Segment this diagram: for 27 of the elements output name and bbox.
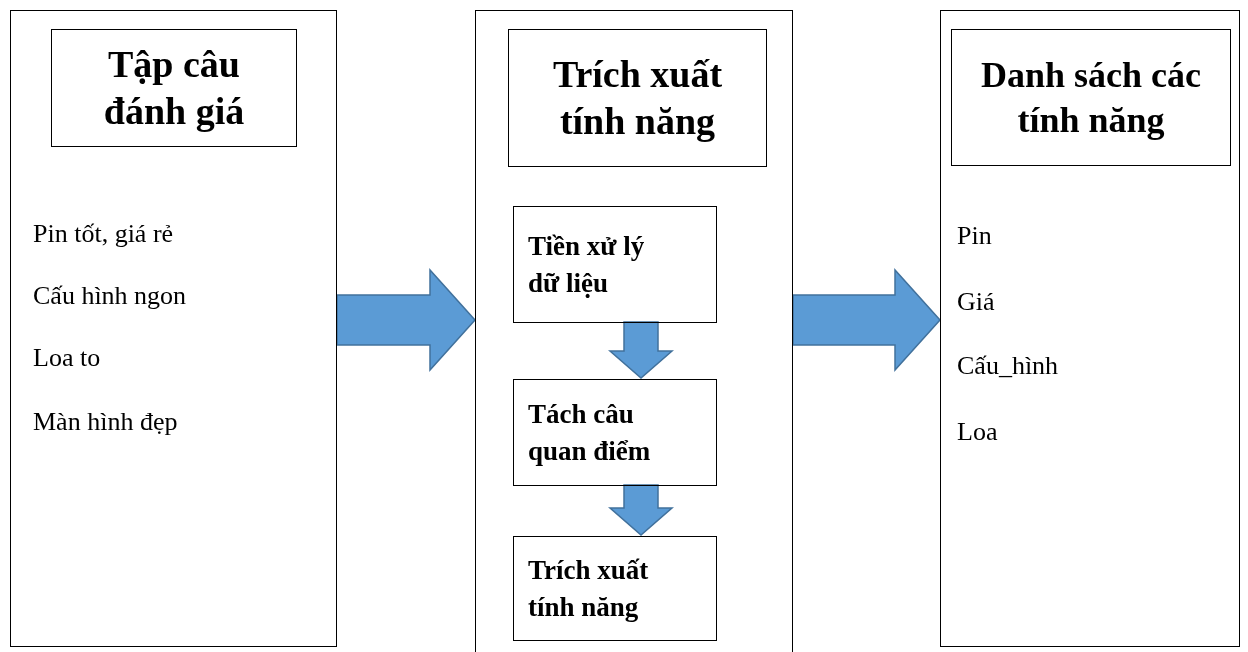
heading-text: Tập câu đánh giá bbox=[102, 41, 246, 134]
process-box bbox=[513, 536, 717, 641]
heading-box bbox=[951, 29, 1231, 166]
list-item: Loa bbox=[957, 417, 998, 447]
block-arrow bbox=[608, 321, 674, 379]
block-arrow bbox=[336, 268, 476, 372]
list-item: Pin bbox=[957, 221, 992, 251]
column-panel bbox=[940, 10, 1240, 647]
heading-text: Danh sách các tính năng bbox=[980, 53, 1202, 142]
list-item: Loa to bbox=[33, 343, 101, 373]
column-panel bbox=[475, 10, 793, 652]
block-arrow bbox=[792, 268, 941, 372]
step-text: Trích xuất tính năng bbox=[528, 554, 650, 624]
step-text: Tiền xử lý dữ liệu bbox=[528, 230, 646, 300]
list-item: Pin tốt, giá rẻ bbox=[33, 219, 174, 249]
heading-text: Trích xuất tính năng bbox=[551, 51, 724, 144]
column-panel bbox=[10, 10, 337, 647]
heading-box bbox=[51, 29, 297, 147]
list-item: Cấu_hình bbox=[957, 351, 1059, 381]
process-box bbox=[513, 379, 717, 486]
list-item: Cấu hình ngon bbox=[33, 281, 187, 311]
block-arrow bbox=[608, 484, 674, 536]
step-text: Tách câu quan điểm bbox=[528, 398, 652, 468]
list-item: Màn hình đẹp bbox=[33, 407, 178, 437]
list-item: Giá bbox=[957, 287, 995, 317]
heading-box bbox=[508, 29, 767, 167]
process-box bbox=[513, 206, 717, 323]
